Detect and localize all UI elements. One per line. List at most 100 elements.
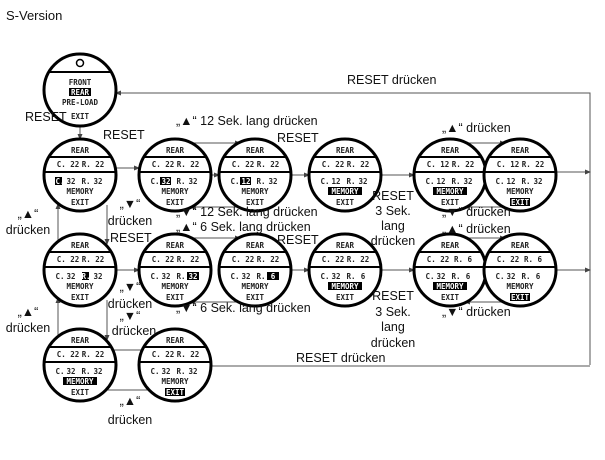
screen-memory: MEMORY — [506, 187, 534, 196]
line2-r-label: R. — [81, 272, 90, 281]
screen-exit: EXIT — [166, 293, 185, 302]
label-reset3-r1-0: RESET — [372, 189, 414, 203]
label-up-12s: „▲“ 12 Sek. lang drücken — [176, 114, 318, 128]
line2-r-value: 32 — [188, 177, 197, 186]
line2-r-label: R. — [176, 367, 185, 376]
label-down-left1-1: drücken — [108, 214, 153, 228]
screen-header: REAR — [246, 241, 265, 250]
highlight-memory — [328, 282, 362, 290]
highlight-memory — [433, 282, 467, 290]
line2-c-label: C. — [150, 367, 159, 376]
highlight-memory — [433, 187, 467, 195]
diagram-title: S-Version — [6, 8, 63, 23]
label-up-left1-1: drücken — [6, 223, 51, 237]
label-reset-left: RESET — [25, 110, 67, 124]
line1-r: R. 22 — [177, 255, 200, 264]
highlight-r-value — [267, 272, 279, 280]
line2-r-label: R. — [521, 272, 530, 281]
label-reset3-r2-1: 3 Sek. — [375, 305, 410, 319]
screen-header: REAR — [511, 146, 530, 155]
screen-exit: EXIT — [71, 388, 90, 397]
highlight-r-value — [187, 272, 199, 280]
label-up-left2-0: „▲“ — [18, 305, 39, 319]
line2-c-label: C. — [55, 272, 64, 281]
line1-r: R. 22 — [257, 160, 280, 169]
screen-memory: MEMORY — [241, 187, 269, 196]
screen-memory: MEMORY — [161, 187, 189, 196]
label-down-left2-1: drücken — [108, 297, 153, 311]
screen-exit: EXIT — [511, 198, 530, 207]
screen-exit: EXIT — [71, 198, 90, 207]
highlight-exit — [165, 388, 185, 396]
label-reset3-r1-2: lang — [381, 219, 405, 233]
line2-c-label: C. — [320, 177, 329, 186]
line2-r-label: R. — [346, 177, 355, 186]
tire-icon — [75, 58, 85, 68]
label-reset3-r2-2: lang — [381, 320, 405, 334]
label-reset3-r1-1: 3 Sek. — [375, 204, 410, 218]
highlight-exit — [510, 293, 530, 301]
line1-r: R. 6 — [524, 255, 543, 264]
line2-r-label: R. — [346, 272, 355, 281]
line2-c-label: C. — [150, 177, 159, 186]
label-up-left1-0: „▲“ — [18, 207, 39, 221]
screen-header: REAR — [336, 241, 355, 250]
line2-c-value: 12 — [436, 177, 445, 186]
line2-r-label: R. — [176, 177, 185, 186]
screen-exit: EXIT — [441, 198, 460, 207]
label-down-r1: „▼“ drücken — [442, 205, 511, 219]
label-reset-top: RESET drücken — [347, 73, 436, 87]
line1-r: R. 22 — [257, 255, 280, 264]
screen-memory: MEMORY — [506, 282, 534, 291]
line1-c: C. 22 — [232, 160, 255, 169]
screen-exit: EXIT — [71, 293, 90, 302]
line2-c-label: C. — [425, 272, 434, 281]
line1-c: C. 22 — [152, 255, 175, 264]
label-reset-r1c2-c3: RESET — [277, 131, 319, 145]
line2-r-value: 32 — [93, 272, 102, 281]
line1-c: C. 22 — [57, 350, 80, 359]
screen-memory: MEMORY — [331, 282, 359, 291]
line1-r: R. 22 — [177, 160, 200, 169]
screen-header: REAR — [166, 336, 185, 345]
line2-c-value: 32 — [331, 272, 340, 281]
line2-r-value: 32 — [188, 272, 197, 281]
line2-r-label: R. — [256, 177, 265, 186]
line2-c-label: C. — [320, 272, 329, 281]
screen-memory: MEMORY — [161, 377, 189, 386]
line2-r-label: R. — [176, 272, 185, 281]
line1-r: R. 22 — [522, 160, 545, 169]
line2-c-label: C. — [55, 177, 64, 186]
labels: RESET drücken RESET RESET „▲“ 12 Sek. la… — [6, 73, 511, 427]
label-reset-left2: RESET — [110, 231, 152, 245]
screen-exit: EXIT — [166, 198, 185, 207]
connectors — [55, 90, 591, 393]
screen-header: REAR — [71, 146, 90, 155]
highlight-c-value — [160, 177, 171, 185]
screen-header: REAR — [441, 146, 460, 155]
highlight-r-label — [82, 272, 89, 280]
line2-r-value: 32 — [188, 367, 197, 376]
line1-c: C. 22 — [322, 160, 345, 169]
screen-header: REAR — [71, 336, 90, 345]
label-up-r1: „▲“ drücken — [442, 121, 511, 135]
line1-c: C. 22 — [427, 255, 450, 264]
line2-c-label: C. — [150, 272, 159, 281]
line2-r-value: 6 — [466, 272, 471, 281]
label-down-left3-1: drücken — [112, 324, 157, 338]
line2-c-value: 32 — [161, 272, 170, 281]
start-screen: FRONT REAR PRE-LOAD EXIT — [42, 52, 118, 128]
line2-c-value: 12 — [241, 177, 250, 186]
line2-r-label: R. — [451, 272, 460, 281]
label-down-6s: „▼“ 6 Sek. lang drücken — [176, 301, 311, 315]
line2-r-value: 32 — [358, 177, 367, 186]
label-up-r2: „▲“ drücken — [442, 222, 511, 236]
label-reset-r1c1-c2: RESET — [103, 128, 145, 142]
line1-r: R. 22 — [82, 255, 105, 264]
